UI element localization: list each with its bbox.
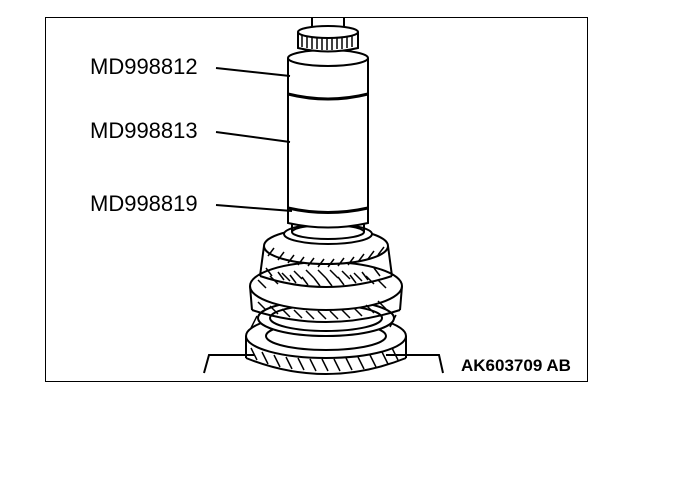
shaft-top	[297, 18, 359, 53]
callout-md998813: MD998813	[90, 118, 198, 143]
baseline-left	[203, 354, 254, 374]
callout-md998819: MD998819	[90, 191, 198, 216]
figure-id-label: AK603709 AB	[461, 356, 571, 375]
leader-md998813	[215, 131, 291, 143]
leader-md998812	[215, 67, 291, 77]
leader-lines	[215, 67, 293, 212]
leader-md998819	[215, 204, 293, 212]
callout-md998812: MD998812	[90, 54, 198, 79]
baseline-right	[386, 354, 444, 374]
tool-cylinder	[287, 49, 369, 232]
gear-tool-illustration	[203, 18, 444, 375]
illustration-frame: MD998812 MD998813 MD998819 AK603709 AB	[45, 17, 588, 382]
